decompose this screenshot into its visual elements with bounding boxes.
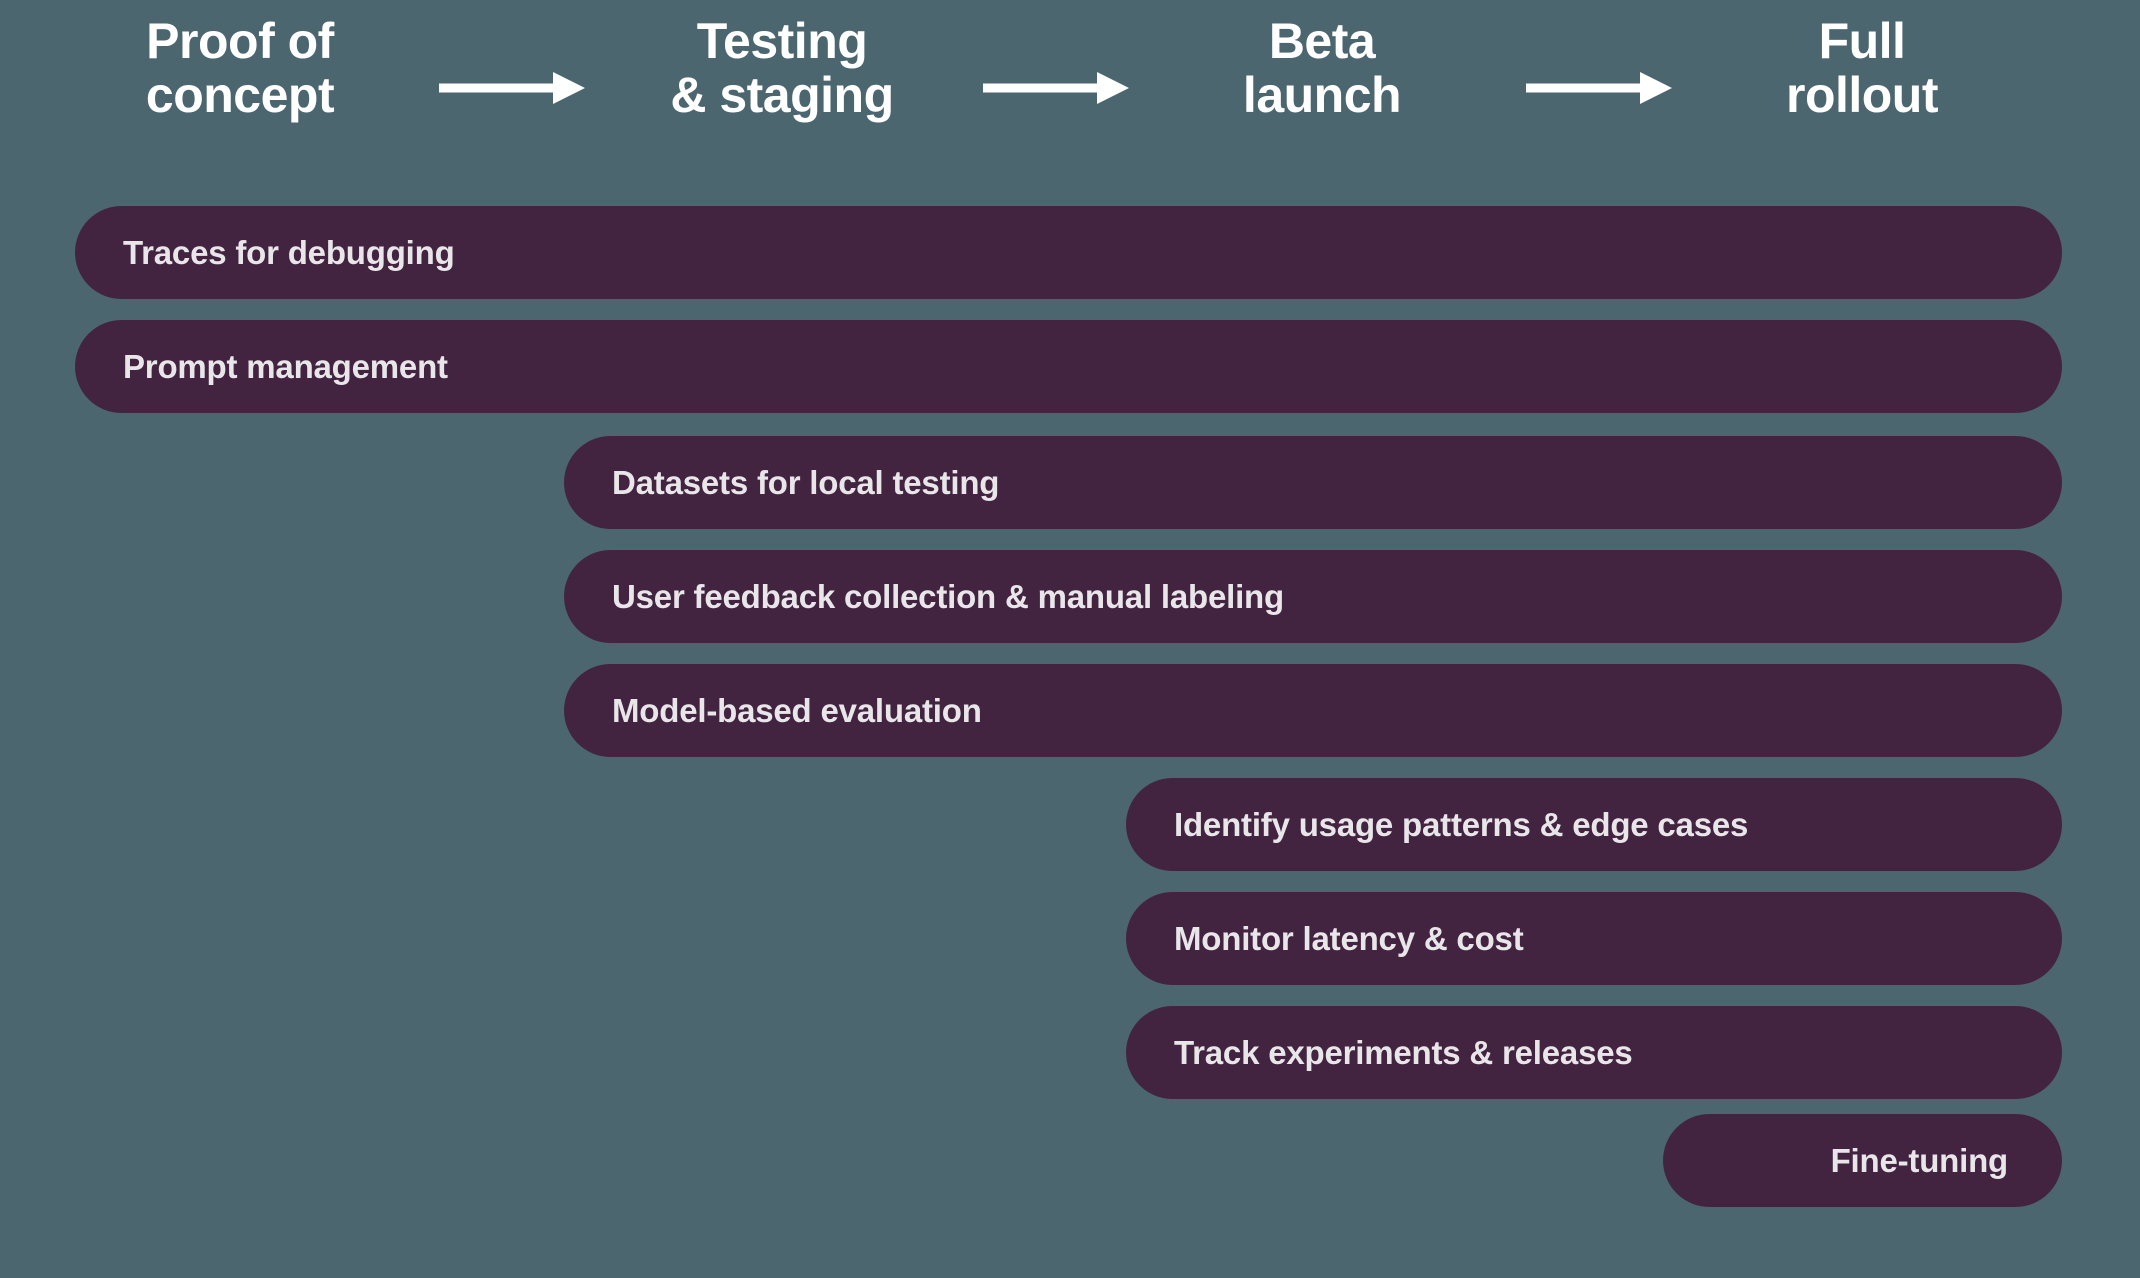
stage-label-2: Testing& staging <box>632 14 932 122</box>
stage-label-line1: Beta <box>1268 13 1376 69</box>
capability-bar: Model-based evaluation <box>564 664 2062 757</box>
capability-bar: Datasets for local testing <box>564 436 2062 529</box>
arrow-beta-to-rollout-icon <box>1526 72 1672 104</box>
capability-bar: Identify usage patterns & edge cases <box>1126 778 2062 871</box>
stage-label-line2: rollout <box>1785 67 1939 123</box>
capability-bar-label: Fine-tuning <box>1830 1141 2009 1179</box>
capability-bar-label: Monitor latency & cost <box>1174 919 1524 957</box>
stage-label-line1: Full <box>1818 13 1906 69</box>
capability-bar-label: Track experiments & releases <box>1174 1033 1633 1071</box>
stage-label-line2: & staging <box>670 67 894 123</box>
arrow-testing-to-beta-icon <box>983 72 1129 104</box>
capability-bar-label: Datasets for local testing <box>612 463 1000 501</box>
stage-label-line2: launch <box>1242 67 1402 123</box>
capability-bar: Prompt management <box>75 320 2062 413</box>
capability-bar-label: Model-based evaluation <box>612 691 982 729</box>
capability-bar-label: Prompt management <box>123 347 448 385</box>
capability-bar: Monitor latency & cost <box>1126 892 2062 985</box>
capability-bar: User feedback collection & manual labeli… <box>564 550 2062 643</box>
arrow-poc-to-testing-icon <box>439 72 585 104</box>
capability-bar-label: User feedback collection & manual labeli… <box>612 577 1284 615</box>
capability-bar: Traces for debugging <box>75 206 2062 299</box>
capability-bar: Fine-tuning <box>1663 1114 2062 1207</box>
capability-bar-label: Identify usage patterns & edge cases <box>1174 805 1749 843</box>
stage-label-line1: Proof of <box>146 13 334 69</box>
stage-label-line2: concept <box>145 67 335 123</box>
capability-bar: Track experiments & releases <box>1126 1006 2062 1099</box>
capability-bar-label: Traces for debugging <box>123 233 455 271</box>
stage-label-line1: Testing <box>696 13 868 69</box>
